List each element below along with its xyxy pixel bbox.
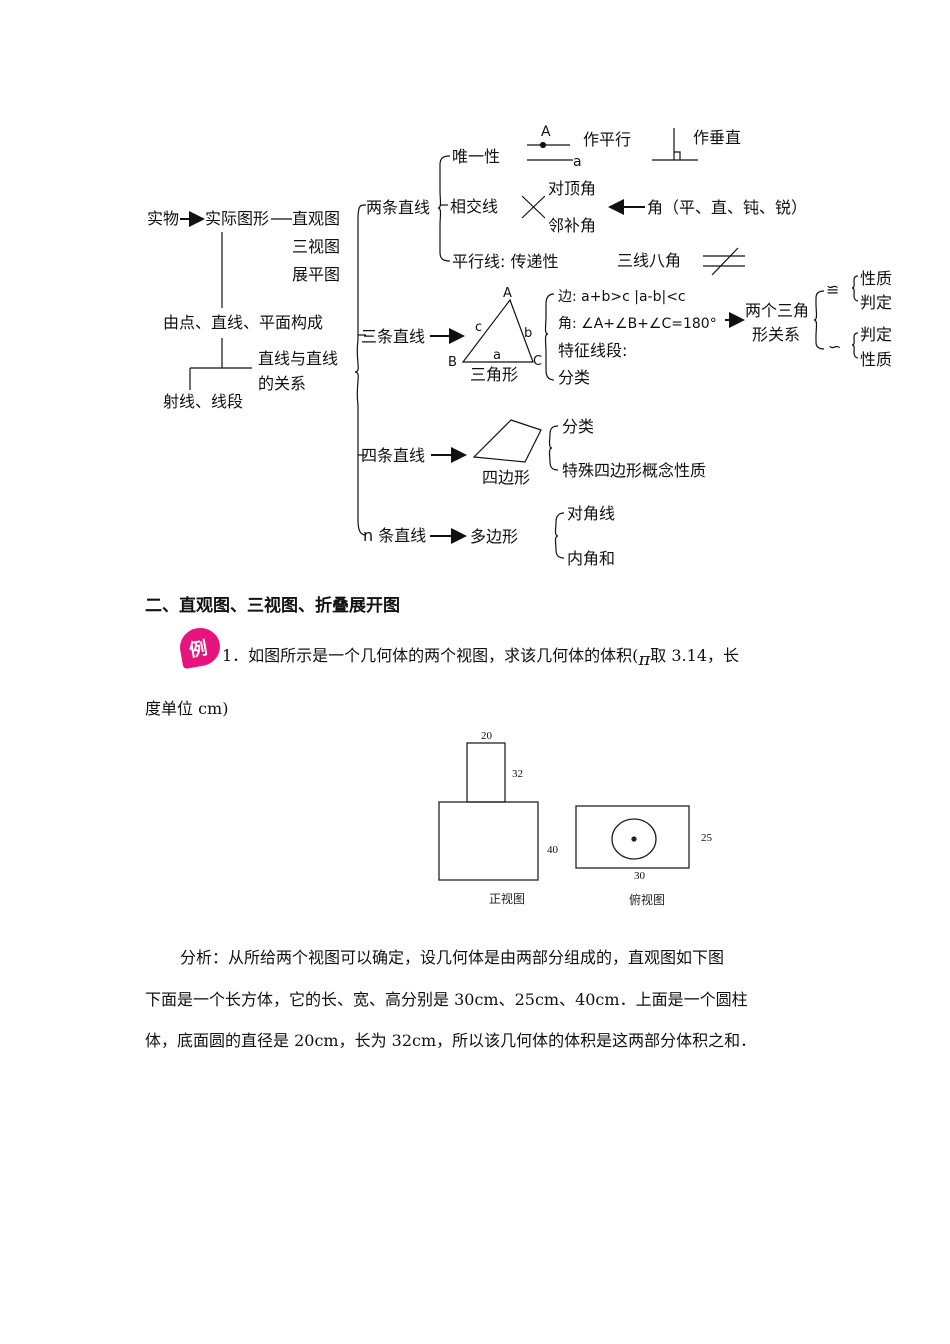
node-four-lines: 四条直线 [361,446,426,465]
dim-box-height: 40 [547,844,558,856]
dim-box-length: 30 [634,870,645,882]
tri-side-c: c [475,320,483,335]
node-zuo-pingxing: 作平行 [583,130,632,149]
node-shiwu: 实物 [147,209,180,228]
node-panding-2: 判定 [860,325,893,344]
tri-side-b: b [524,326,533,341]
node-zuo-chuizhi: 作垂直 [693,128,742,147]
pi-symbol: π [638,649,651,670]
node-xiangjiaoxian: 相交线 [450,197,499,216]
top-view-caption: 俯视图 [629,893,666,907]
similar-symbol: ∽ [828,337,842,356]
tri-side-a: a [493,348,501,363]
tri-vertex-A: A [503,286,512,301]
analysis-line-3: 体，底面圆的直径是 20cm，长为 32cm，所以该几何体的体积是这两部分体积之… [145,1031,757,1050]
node-de-guanxi: 的关系 [258,374,307,393]
congruent-symbol: ≌ [826,280,840,299]
label-line-a: a [573,154,582,170]
node-duobianxing: 多边形 [470,527,519,546]
example-line-1b: 取 3.14，长 [650,646,739,665]
node-zhanpingtu: 展平图 [292,265,341,284]
node-three-lines: 三条直线 [361,327,426,346]
node-shexian: 射线、线段 [163,392,244,411]
tri-vertex-C: C [533,354,543,369]
node-duidingjiao: 对顶角 [548,179,597,198]
front-view-caption: 正视图 [489,892,526,906]
node-liangge-2: 形关系 [752,325,801,344]
dim-top-width: 20 [481,730,492,742]
analysis-line-1: 分析：从所给两个视图可以确定，设几何体是由两部分组成的，直观图如下图 [180,948,725,967]
example-line-2: 度单位 cm) [145,699,229,718]
node-zhiguantu: 直观图 [292,209,341,228]
node-fenlei-quad: 分类 [562,417,595,436]
node-two-lines: 两条直线 [366,198,431,217]
node-bian: 边: a+b>c |a-b|<c [558,289,686,305]
node-panding-1: 判定 [860,293,893,312]
node-pingxingxian: 平行线: 传递性 [452,252,559,271]
node-duijiaoxian: 对角线 [567,504,616,523]
node-neijiaohe: 内角和 [567,549,616,568]
example-line-1: 1．如图所示是一个几何体的两个视图，求该几何体的体积(π取 3.14，长 [222,642,739,670]
mindmap-lines [180,128,859,559]
node-jiao-types: 角（平、直、钝、锐） [647,198,808,217]
section-title: 二、直观图、三视图、折叠展开图 [145,596,400,616]
node-sanjiaoxing: 三角形 [470,365,519,384]
node-n-lines: n 条直线 [363,526,427,545]
node-youdian: 由点、直线、平面构成 [163,313,324,332]
node-xingzhi-2: 性质 [860,350,893,369]
node-sibianxing: 四边形 [482,468,531,487]
analysis-line-2: 下面是一个长方体，它的长、宽、高分别是 30cm、25cm、40cm．上面是一个… [145,990,748,1009]
example-line-1a: 1．如图所示是一个几何体的两个视图，求该几何体的体积( [222,646,639,665]
node-linbujiao: 邻补角 [548,216,597,235]
node-weiyixing: 唯一性 [452,147,501,166]
node-sanxian-bajiao: 三线八角 [617,251,682,270]
node-xingzhi-1: 性质 [860,269,893,288]
dim-top-height: 32 [512,768,523,780]
node-zhixian-yu-zhixian: 直线与直线 [258,349,339,368]
node-jiao-sum: 角: ∠A+∠B+∠C=180° [558,316,717,332]
node-liangge-1: 两个三角 [745,301,810,320]
node-tezheng: 特征线段: [558,341,628,360]
tri-vertex-B: B [448,355,457,370]
dim-box-depth: 25 [701,832,712,844]
node-sanshitu: 三视图 [292,237,341,256]
node-fenlei-triangle: 分类 [558,368,591,387]
example-badge: 例 [177,624,223,670]
node-shiji-tuxing: 实际图形 [205,209,270,228]
example-badge-text: 例 [187,637,210,662]
label-point-A: A [541,124,551,140]
node-teshu-sibianxing: 特殊四边形概念性质 [562,461,707,480]
